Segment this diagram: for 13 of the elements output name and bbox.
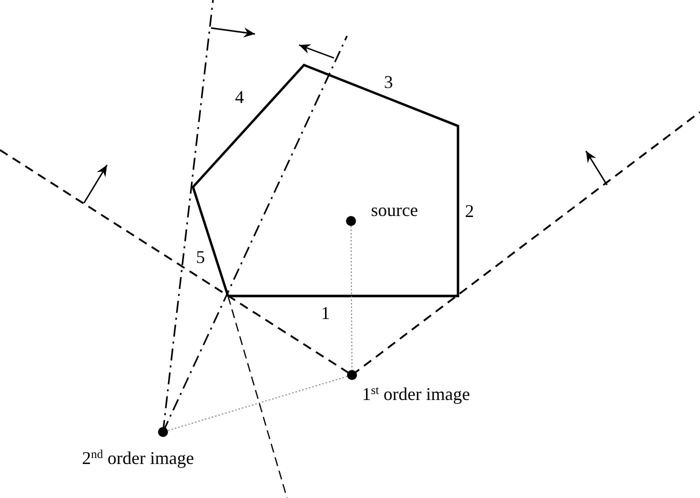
point-marker	[347, 370, 357, 380]
wall-number: 5	[196, 248, 205, 266]
projection-line	[167, 376, 348, 431]
wall-number: 3	[384, 73, 393, 91]
wall-number: 1	[321, 304, 330, 322]
point-marker	[346, 216, 356, 226]
point-marker	[158, 427, 168, 437]
wall-number: 4	[235, 88, 244, 106]
point-label: 1$^{st}$ order image	[362, 385, 470, 403]
point-label: 2$^{nd}$ order image	[82, 449, 194, 467]
point-label: source	[371, 201, 418, 219]
wall-number: 2	[465, 202, 474, 220]
projection-line	[350, 226, 352, 370]
